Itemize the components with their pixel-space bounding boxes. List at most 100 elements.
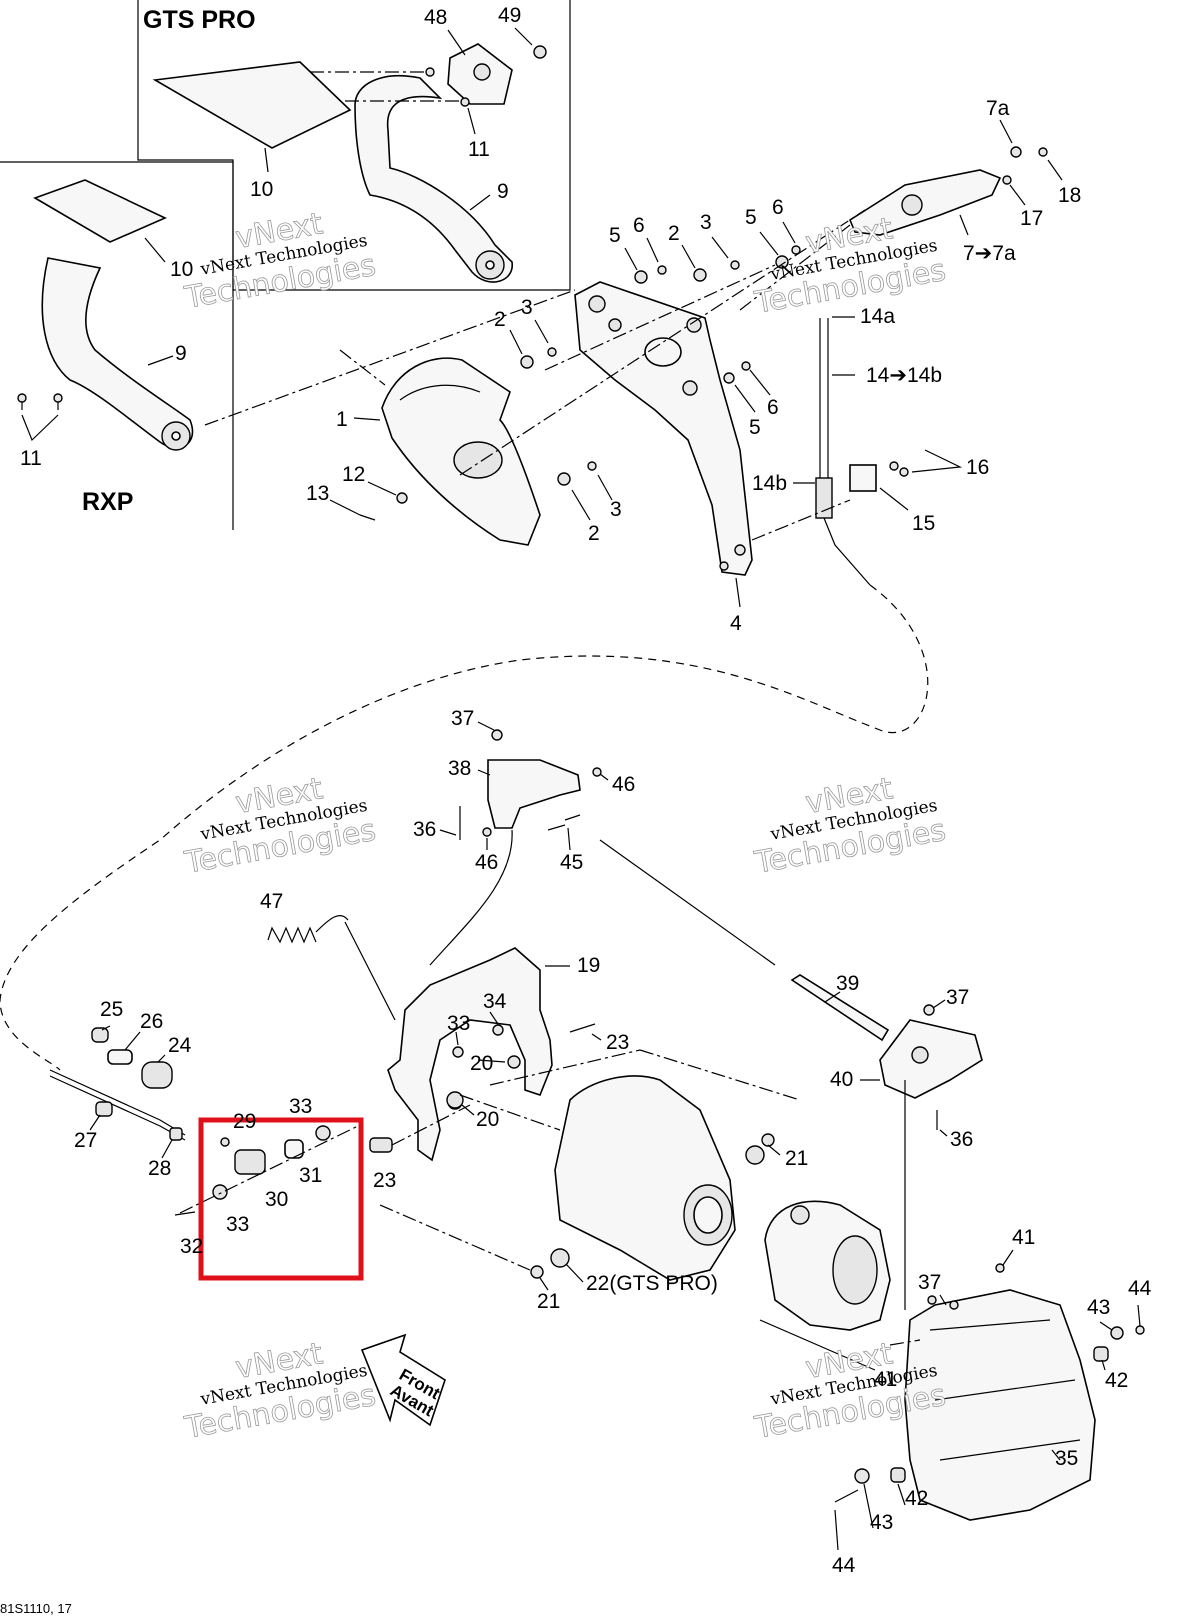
callout-1: 1 — [336, 408, 348, 431]
callout-18: 18 — [1058, 184, 1081, 207]
gts-pro-fasteners — [310, 45, 547, 107]
cable-end-parts — [49, 1027, 186, 1141]
callout-6b: 6 — [772, 196, 784, 219]
callout-3b: 3 — [521, 296, 533, 319]
callout-13: 13 — [306, 482, 329, 505]
callout-leaders — [21, 27, 1141, 1551]
callout-11: 11 — [468, 138, 490, 161]
callout-20b: 20 — [476, 1108, 499, 1131]
callout-22: 22(GTS PRO) — [586, 1272, 718, 1295]
callout-33: 33 — [447, 1012, 470, 1035]
callout-24: 24 — [168, 1034, 192, 1057]
callout-9-rxp: 9 — [175, 342, 187, 365]
callout-39: 39 — [836, 972, 859, 995]
watermark-5: vNext vNext Technologies Technologies — [181, 1336, 379, 1446]
callout-38: 38 — [448, 757, 471, 780]
callout-46b: 46 — [475, 851, 498, 874]
callout-10: 10 — [250, 178, 273, 201]
callout-14a: 14a — [860, 305, 895, 328]
callout-45: 45 — [560, 851, 583, 874]
gts-pro-title: GTS PRO — [143, 6, 256, 34]
rxp-title: RXP — [82, 488, 133, 516]
housing-cover-1 — [381, 357, 541, 546]
callout-10-rxp: 10 — [170, 258, 193, 281]
link-rod-39 — [790, 974, 890, 1042]
callout-25: 25 — [100, 998, 123, 1021]
callout-7-to-7a: 7➔7a — [963, 242, 1016, 265]
callout-2: 2 — [668, 222, 680, 245]
upper-assembly-lines — [204, 209, 866, 541]
bracket-38 — [459, 729, 602, 840]
callout-23b: 23 — [373, 1169, 396, 1192]
callout-2b: 2 — [494, 308, 506, 331]
callout-17: 17 — [1020, 207, 1043, 230]
highlight-box — [198, 1117, 364, 1281]
callout-35: 35 — [1055, 1447, 1078, 1470]
callout-23: 23 — [606, 1031, 629, 1054]
callout-27: 27 — [74, 1129, 97, 1152]
callout-21b: 21 — [537, 1290, 560, 1313]
callout-20: 20 — [470, 1052, 493, 1075]
callout-labels: 48 49 11 10 9 10 9 11 7a 18 17 7➔7a 5 6 … — [20, 4, 1152, 1577]
rxp-support-arm — [17, 257, 194, 451]
callout-7a: 7a — [986, 97, 1010, 120]
callout-6: 6 — [633, 214, 645, 237]
callout-14b: 14b — [752, 472, 787, 495]
callout-5b: 5 — [745, 206, 757, 229]
jet-pump-housing-22 — [379, 1049, 801, 1281]
cable-routing-loop — [0, 584, 929, 1071]
watermark-4: vNext vNext Technologies Technologies — [751, 771, 949, 881]
callout-3: 3 — [700, 211, 712, 234]
callout-42b: 42 — [905, 1487, 928, 1510]
callout-29: 29 — [233, 1110, 256, 1133]
mounting-plate-4 — [574, 281, 753, 576]
watermark-3: vNext vNext Technologies Technologies — [181, 771, 379, 881]
rxp-inset: RXP — [0, 161, 234, 530]
callout-28: 28 — [148, 1157, 171, 1180]
gts-pro-support-arm — [354, 75, 513, 283]
callout-37: 37 — [451, 707, 474, 730]
venturi-nozzle — [764, 1200, 891, 1331]
callout-49: 49 — [498, 4, 521, 27]
gts-pro-deflector-plate — [152, 61, 352, 149]
rxp-deflector-plate — [33, 179, 167, 243]
callout-14-to-14b: 14➔14b — [866, 364, 942, 387]
callout-30: 30 — [265, 1188, 288, 1211]
bracket-40 — [879, 1004, 983, 1130]
callout-11-rxp: 11 — [20, 447, 42, 470]
callout-40: 40 — [830, 1068, 853, 1091]
callout-44: 44 — [1128, 1277, 1152, 1300]
callout-46: 46 — [612, 773, 635, 796]
gts-pro-bracket-48 — [447, 43, 513, 105]
highlighted-pivot-parts — [174, 1124, 361, 1216]
callout-42: 42 — [1105, 1369, 1128, 1392]
callout-37c: 37 — [918, 1271, 941, 1294]
callout-43b: 43 — [870, 1511, 893, 1534]
callout-36: 36 — [413, 818, 436, 841]
callout-15: 15 — [912, 512, 935, 535]
steering-cable-14 — [815, 318, 909, 586]
callout-6c: 6 — [767, 396, 779, 419]
callout-3c: 3 — [610, 498, 622, 521]
callout-41: 41 — [1012, 1226, 1035, 1249]
callout-36b: 36 — [950, 1128, 973, 1151]
assembly-arrows — [344, 829, 906, 1371]
callout-37b: 37 — [946, 986, 969, 1009]
reverse-gate-35 — [834, 1263, 1145, 1521]
callout-47: 47 — [260, 890, 283, 913]
callout-4: 4 — [730, 612, 742, 635]
spring-47 — [267, 915, 349, 944]
callout-34: 34 — [483, 990, 507, 1013]
upper-fasteners — [359, 245, 801, 521]
callout-5: 5 — [609, 224, 621, 247]
callout-31: 31 — [299, 1164, 322, 1187]
callout-2c: 2 — [588, 522, 600, 545]
callout-44b: 44 — [832, 1554, 856, 1577]
pin-23-and-bushings — [369, 1091, 471, 1153]
callout-12: 12 — [342, 463, 365, 486]
callout-32: 32 — [180, 1235, 203, 1258]
callout-26: 26 — [140, 1010, 163, 1033]
callout-16: 16 — [966, 456, 989, 479]
callout-9: 9 — [497, 180, 509, 203]
